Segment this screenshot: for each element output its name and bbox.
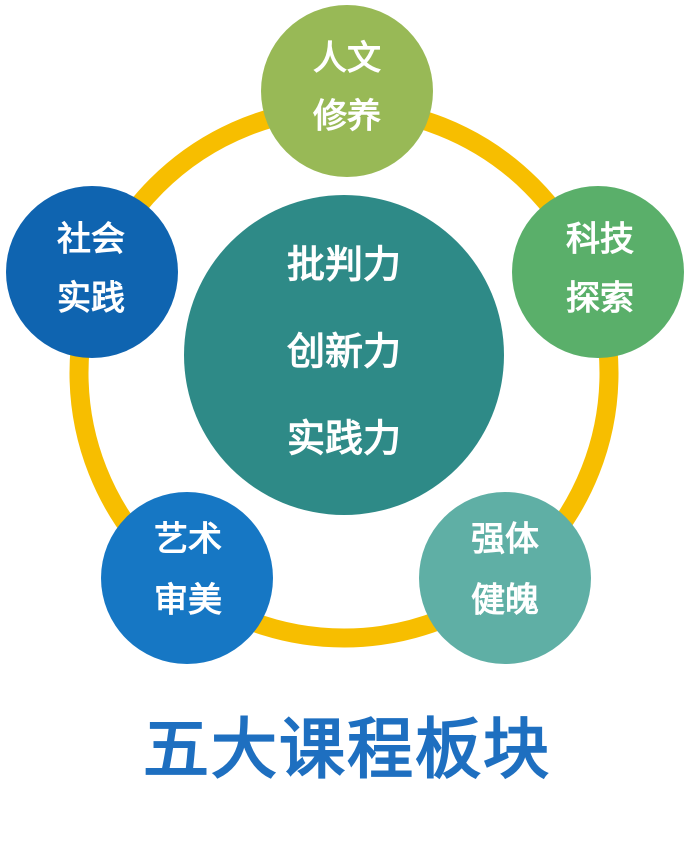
module-science-tech-line-2: 探索 xyxy=(566,279,634,319)
module-humanities-line-2: 修养 xyxy=(312,97,381,137)
page-title: 五大课程板块 xyxy=(143,711,551,788)
module-humanities-circle xyxy=(261,5,433,177)
module-physical-fitness-line-1: 强体 xyxy=(471,520,539,560)
center-circle-shape xyxy=(184,195,504,515)
module-humanities-line-1: 人文 xyxy=(313,39,381,79)
module-physical-fitness: 强体 健魄 xyxy=(419,492,591,664)
module-physical-fitness-circle xyxy=(419,492,591,664)
module-humanities: 人文 修养 xyxy=(261,5,433,177)
module-arts-circle xyxy=(101,492,273,664)
module-physical-fitness-line-2: 健魄 xyxy=(471,581,539,621)
center-circle: 批判力 创新力 实践力 xyxy=(184,195,504,515)
module-science-tech: 科技 探索 xyxy=(512,186,684,358)
center-line-practice-ability: 实践力 xyxy=(287,417,401,461)
module-social-practice-line-2: 实践 xyxy=(57,279,125,319)
module-science-tech-line-1: 科技 xyxy=(566,220,634,260)
module-social-practice-line-1: 社会 xyxy=(57,220,125,260)
module-arts: 艺术 审美 xyxy=(101,492,273,664)
module-social-practice-circle xyxy=(6,186,178,358)
module-arts-line-2: 审美 xyxy=(154,581,222,621)
module-science-tech-circle xyxy=(512,186,684,358)
module-social-practice: 社会 实践 xyxy=(6,186,178,358)
module-arts-line-1: 艺术 xyxy=(154,520,222,560)
center-line-creativity: 创新力 xyxy=(287,330,401,374)
center-line-critical-thinking: 批判力 xyxy=(287,243,401,287)
